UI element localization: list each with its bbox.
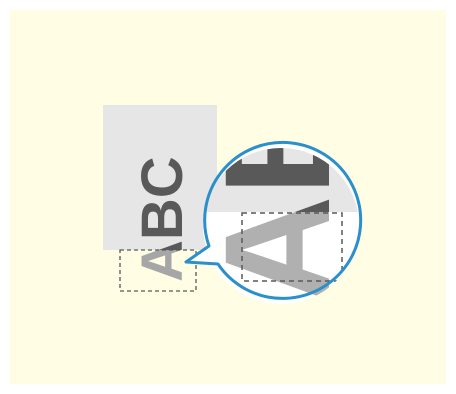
image-quality-illustration: ABC ABC ABC ABC [0, 0, 456, 394]
